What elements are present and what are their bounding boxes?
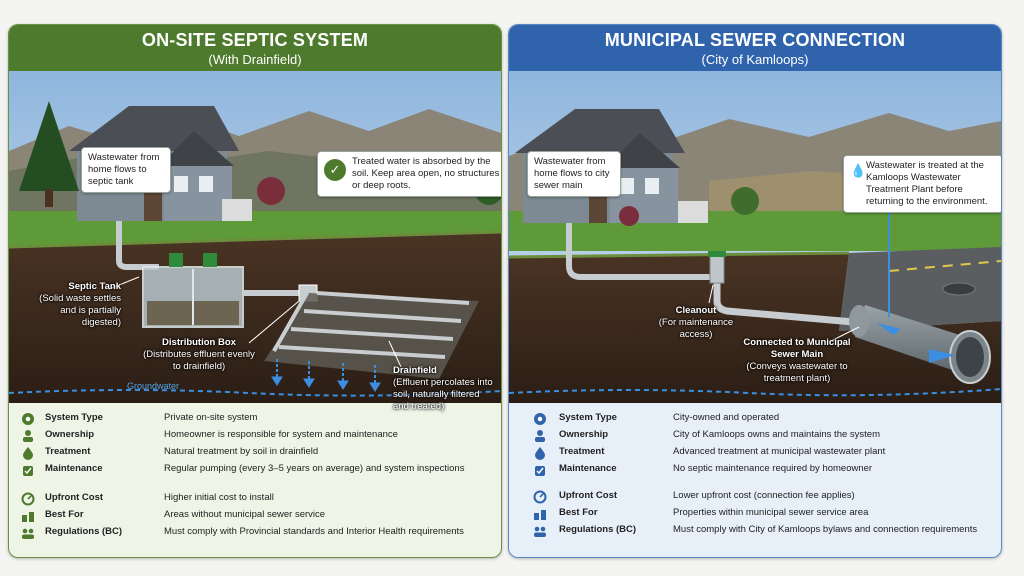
label-septic-tank: Septic Tank (Solid waste settles and is … xyxy=(35,281,121,329)
pine-tree xyxy=(19,101,79,191)
label-distribution-box: Distribution Box (Distributes effluent e… xyxy=(141,337,257,373)
sewer-panel: MUNICIPAL SEWER CONNECTION (City of Kaml… xyxy=(508,24,1002,558)
row-key: Best For xyxy=(559,507,598,518)
row-value: Lower upfront cost (connection fee appli… xyxy=(673,490,855,501)
gauge-icon xyxy=(21,492,35,506)
callout-plant-text: Wastewater is treated at the Kamloops Wa… xyxy=(866,160,988,207)
callout-septic-flow: Wastewater from home flows to septic tan… xyxy=(81,147,171,193)
label-septic-tank-desc: (Solid waste settles and is partially di… xyxy=(39,292,121,328)
droplet-icon xyxy=(23,447,33,460)
label-drainfield: Drainfield (Effluent percolates into soi… xyxy=(393,365,497,413)
row-key: Upfront Cost xyxy=(45,492,104,503)
people-icon xyxy=(22,528,34,539)
groundwater-line xyxy=(9,389,501,397)
drainfield xyxy=(264,291,479,379)
label-main-desc: (Conveys wastewater to treatment plant) xyxy=(746,360,848,384)
person-icon xyxy=(535,430,545,442)
manhole-cover xyxy=(942,282,976,296)
label-drainfield-title: Drainfield xyxy=(393,365,437,376)
septic-panel: ON-SITE SEPTIC SYSTEM (With Drainfield) xyxy=(8,24,502,558)
label-main-title: Connected to Municipal Sewer Main xyxy=(743,337,851,360)
sewer-main xyxy=(849,305,991,384)
person-icon xyxy=(23,430,33,442)
label-cleanout-desc: (For maintenance access) xyxy=(658,316,734,340)
row-value: No septic maintenance required by homeow… xyxy=(673,463,873,474)
row-key: Regulations (BC) xyxy=(559,524,637,535)
row-value: Natural treatment by soil in drainfield xyxy=(164,446,319,457)
wrench-icon xyxy=(535,466,545,476)
house-drain-pipe xyxy=(566,223,717,280)
map-icon xyxy=(22,512,34,522)
label-drainfield-desc: (Effluent percolates into soil, naturall… xyxy=(393,376,493,412)
septic-tank xyxy=(142,253,244,328)
leaf-icon: ✓ xyxy=(324,159,346,181)
label-sewer-main: Connected to Municipal Sewer Main (Conve… xyxy=(741,337,853,385)
house-drain-pipe xyxy=(116,221,159,270)
septic-header: ON-SITE SEPTIC SYSTEM (With Drainfield) xyxy=(9,25,501,71)
wrench-icon xyxy=(23,466,33,476)
gauge-icon xyxy=(533,490,547,504)
label-groundwater: Groundwater xyxy=(127,381,180,391)
label-cleanout: Cleanout (For maintenance access) xyxy=(643,305,749,341)
row-key: Treatment xyxy=(45,446,91,457)
droplet-icon: 💧 xyxy=(850,163,867,178)
row-value: Areas without municipal sewer service xyxy=(164,509,326,520)
label-dbox-desc: (Distributes effluent evenly to drainfie… xyxy=(143,348,255,372)
label-dbox-title: Distribution Box xyxy=(162,337,236,348)
row-key: Best For xyxy=(45,509,84,520)
row-key: Ownership xyxy=(559,429,609,440)
row-key: Maintenance xyxy=(45,463,103,474)
sewer-header: MUNICIPAL SEWER CONNECTION (City of Kaml… xyxy=(509,25,1001,71)
row-value: Properties within municipal sewer servic… xyxy=(673,507,869,518)
percolation-arrows xyxy=(271,359,381,392)
row-key: Maintenance xyxy=(559,463,617,474)
droplet-icon xyxy=(535,447,545,460)
septic-title: ON-SITE SEPTIC SYSTEM xyxy=(141,30,369,50)
lateral-pipe xyxy=(713,277,866,327)
row-key: System Type xyxy=(559,412,617,423)
sewer-comparison-table: System Type City-owned and operated Owne… xyxy=(509,403,1001,557)
septic-comparison-table: System Type Private on-site system Owner… xyxy=(9,403,501,557)
row-value: Must comply with Provincial standards an… xyxy=(164,526,464,537)
row-key: Upfront Cost xyxy=(559,490,618,501)
row-value: City-owned and operated xyxy=(673,412,780,423)
groundwater-line xyxy=(509,388,1001,397)
row-key: Regulations (BC) xyxy=(45,526,123,537)
septic-subtitle: (With Drainfield) xyxy=(208,52,302,67)
sewer-title: MUNICIPAL SEWER CONNECTION xyxy=(604,30,906,50)
map-icon xyxy=(534,510,546,520)
row-value: Homeowner is responsible for system and … xyxy=(164,429,398,440)
callout-treatment-plant: 💧 Wastewater is treated at the Kamloops … xyxy=(843,155,1001,213)
row-key: Treatment xyxy=(559,446,605,457)
row-key: System Type xyxy=(45,412,103,423)
sewer-subtitle: (City of Kamloops) xyxy=(701,52,809,67)
row-value: City of Kamloops owns and maintains the … xyxy=(673,429,880,440)
callout-soil-text: Treated water is absorbed by the soil. K… xyxy=(352,156,500,191)
flow-arrows xyxy=(877,323,955,363)
row-value: Advanced treatment at municipal wastewat… xyxy=(673,446,886,457)
gear-icon xyxy=(534,413,546,425)
row-key: Ownership xyxy=(45,429,95,440)
row-value: Higher initial cost to install xyxy=(164,492,274,503)
label-cleanout-title: Cleanout xyxy=(675,305,717,316)
row-value: Must comply with City of Kamloops bylaws… xyxy=(673,524,978,535)
callout-sewer-flow: Wastewater from home flows to city sewer… xyxy=(527,151,621,197)
cleanout xyxy=(709,252,725,284)
gear-icon xyxy=(22,413,34,425)
row-value: Private on-site system xyxy=(164,412,258,423)
people-icon xyxy=(534,526,546,537)
callout-soil-absorption: ✓ Treated water is absorbed by the soil.… xyxy=(317,151,501,197)
label-septic-tank-title: Septic Tank xyxy=(68,281,121,292)
row-value: Regular pumping (every 3–5 years on aver… xyxy=(164,463,465,474)
